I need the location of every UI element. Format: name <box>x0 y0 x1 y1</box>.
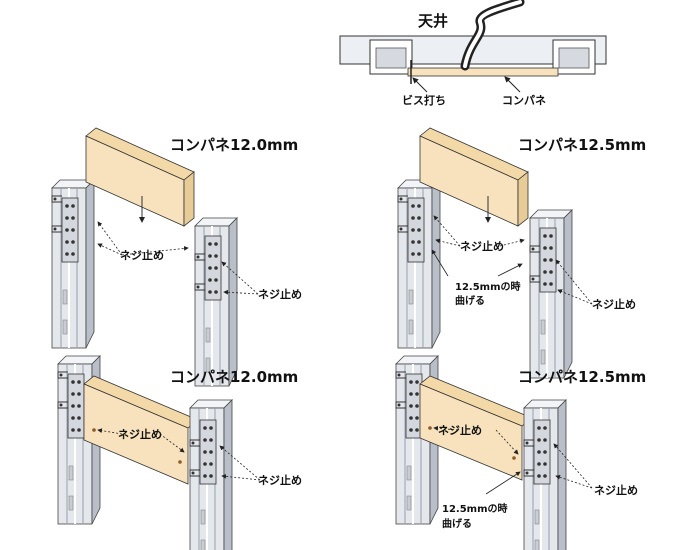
panel-label: コンパネ <box>502 94 546 107</box>
panel-diagram-3: コンパネ12.0mm ネジ止め ネジ止め <box>57 355 302 550</box>
plywood-panel <box>419 383 523 481</box>
screw-driving-label: ビス打ち <box>402 93 446 107</box>
ceiling-section: 天井 ビス打ち コンパネ <box>339 0 607 107</box>
panel-diagram-2: コンパネ12.5mm ネジ止め ネジ止め 12.5mmの時 曲げる <box>397 127 646 379</box>
screw-label: ネジ止め <box>120 248 164 262</box>
bend-note-line2: 曲げる <box>455 294 485 307</box>
screw-label: ネジ止め <box>460 239 504 253</box>
ceiling-label: 天井 <box>418 12 448 30</box>
panel-diagram-4: コンパネ12.5mm ネジ止め ネジ止め 12.5mmの時 曲げる <box>395 355 646 550</box>
screw-label: ネジ止め <box>258 473 302 487</box>
bend-note-line2: 曲げる <box>442 517 472 530</box>
screw-label: ネジ止め <box>594 483 638 497</box>
panel-title: コンパネ12.0mm <box>170 368 298 386</box>
panel-title: コンパネ12.0mm <box>170 136 298 154</box>
ceiling-panel-board <box>407 67 559 77</box>
screw-label: ネジ止め <box>592 297 636 311</box>
screw-label: ネジ止め <box>438 423 482 437</box>
panel-title: コンパネ12.5mm <box>518 368 646 386</box>
panel-title: コンパネ12.5mm <box>518 136 646 154</box>
plywood-panel <box>83 383 189 485</box>
bend-note-line1: 12.5mmの時 <box>442 502 508 515</box>
panel-diagram-1: コンパネ12.0mm ネジ止め ネジ止め <box>51 127 302 387</box>
screw-label: ネジ止め <box>118 427 162 441</box>
bend-note-line1: 12.5mmの時 <box>455 280 521 293</box>
screw-label: ネジ止め <box>258 287 302 301</box>
